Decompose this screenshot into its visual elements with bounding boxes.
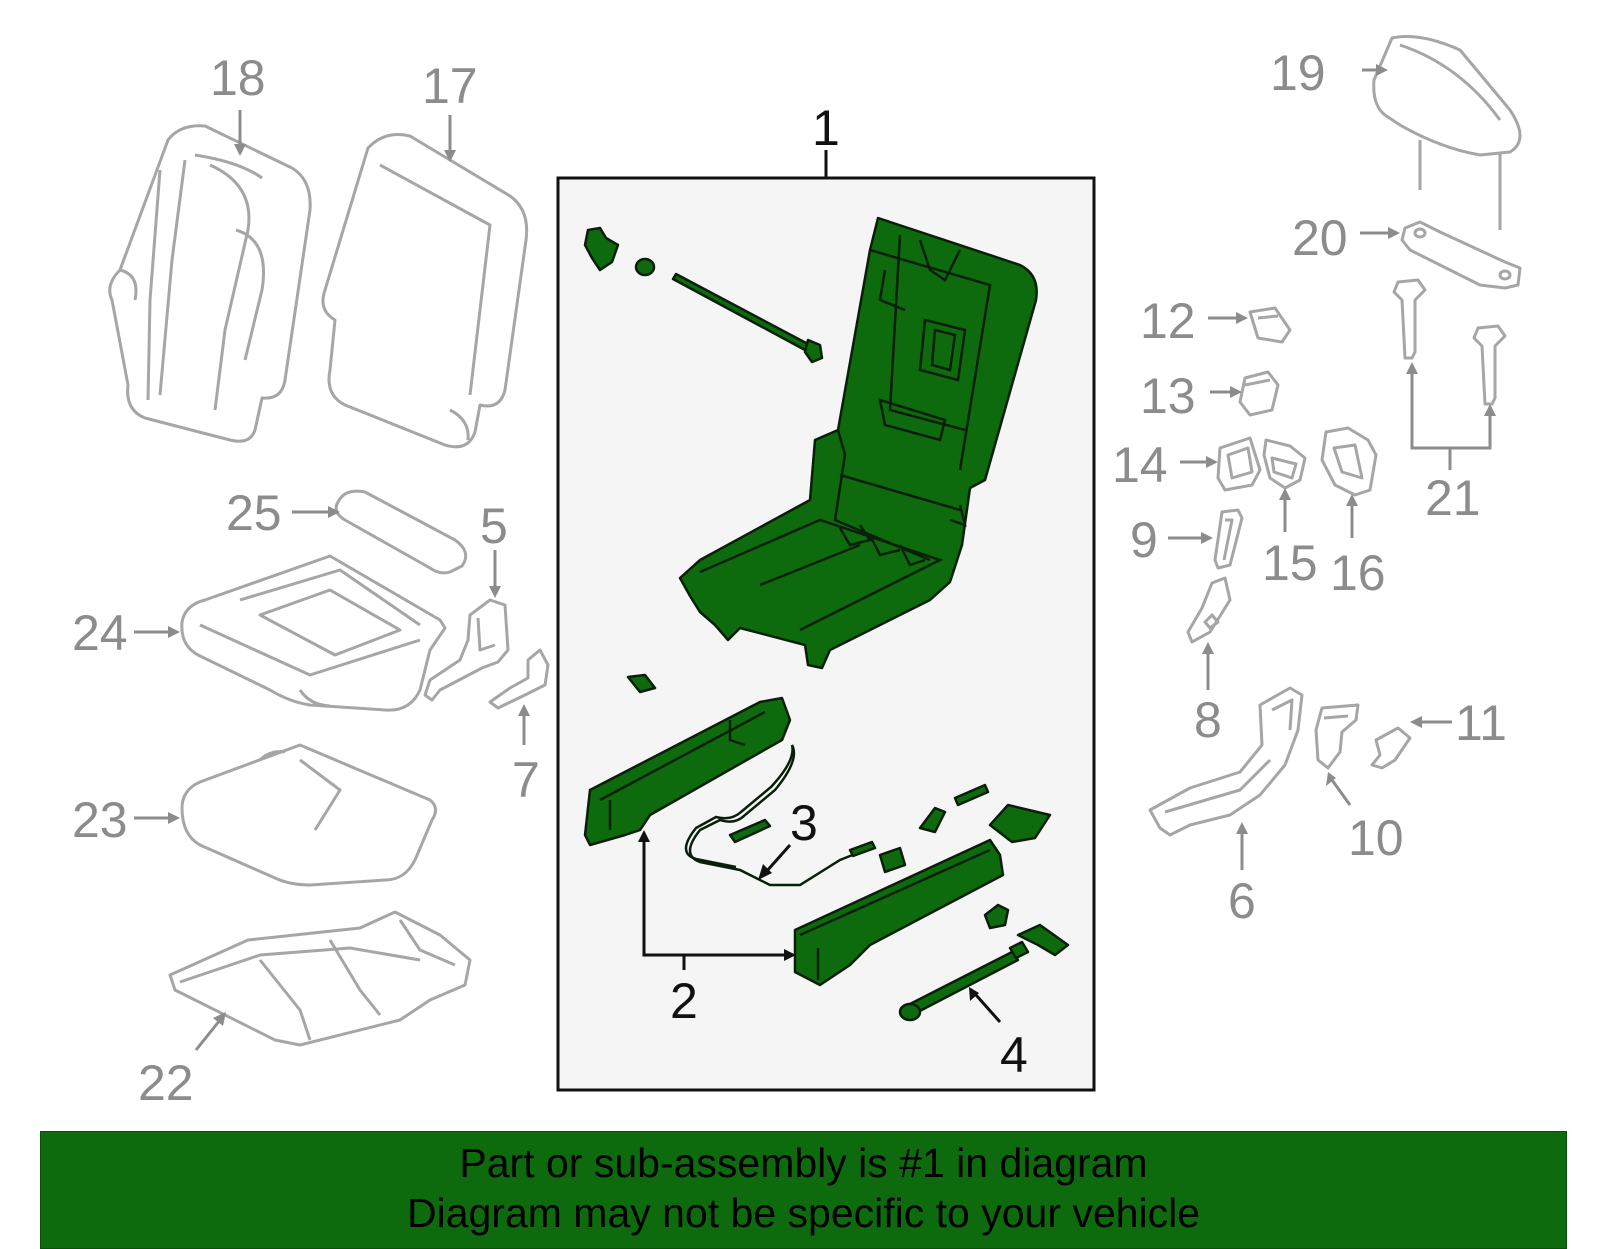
- banner-line-1: Part or sub-assembly is #1 in diagram: [459, 1140, 1148, 1186]
- callout-8: 8: [1194, 692, 1222, 748]
- part-9-strip[interactable]: [1213, 508, 1244, 570]
- callout-2-leader: [642, 838, 788, 957]
- parts-diagram: 1 18 17 25 24 5: [72, 35, 1522, 1111]
- part-18-seat-back-cover[interactable]: [108, 124, 312, 443]
- part-3-cable[interactable]: [684, 744, 877, 887]
- callout-21: 21: [1425, 470, 1481, 526]
- part-22-cushion-pan[interactable]: [168, 910, 472, 1047]
- callout-11: 11: [1455, 695, 1507, 751]
- callout-12: 12: [1140, 293, 1196, 349]
- callout-23: 23: [72, 792, 128, 848]
- part-21-bolts[interactable]: [1392, 278, 1507, 406]
- callout-19: 19: [1270, 45, 1326, 101]
- callout-9: 9: [1130, 512, 1158, 568]
- callout-1: 1: [812, 100, 840, 156]
- part-24-cushion-cover[interactable]: [180, 554, 447, 712]
- callout-3: 3: [790, 795, 818, 851]
- notice-banner: Part or sub-assembly is #1 in diagram Di…: [40, 1131, 1567, 1249]
- callout-2: 2: [670, 973, 698, 1029]
- callout-13: 13: [1140, 368, 1196, 424]
- part-10-cover[interactable]: [1314, 703, 1360, 770]
- part-23-cushion-pad[interactable]: [180, 743, 437, 887]
- callout-25: 25: [226, 485, 282, 541]
- callout-10: 10: [1348, 810, 1404, 866]
- part-16-cover[interactable]: [1320, 426, 1378, 497]
- part-17-seat-back-pad[interactable]: [321, 133, 529, 449]
- part-5-bracket[interactable]: [423, 598, 510, 702]
- callout-5: 5: [480, 498, 508, 554]
- part-25-pad[interactable]: [334, 489, 468, 575]
- callout-17: 17: [422, 58, 478, 114]
- callout-7: 7: [512, 752, 540, 808]
- callout-20: 20: [1292, 210, 1348, 266]
- part-8-bracket[interactable]: [1186, 576, 1232, 644]
- part-6-side-shield[interactable]: [1148, 686, 1304, 837]
- part-1-seat-frame[interactable]: [678, 216, 1038, 670]
- banner-line-2: Diagram may not be specific to your vehi…: [406, 1190, 1200, 1236]
- part-12-clip[interactable]: [1248, 306, 1292, 344]
- part-4-gas-strut[interactable]: [898, 940, 1030, 1022]
- callout-15: 15: [1262, 535, 1318, 591]
- part-1-pivot-bolt[interactable]: [583, 226, 824, 364]
- part-14-bezel[interactable]: [1216, 436, 1262, 492]
- callout-24: 24: [72, 605, 128, 661]
- part-20-bracket[interactable]: [1400, 220, 1522, 290]
- part-7-bracket[interactable]: [488, 648, 550, 710]
- callout-14: 14: [1112, 437, 1168, 493]
- callout-16: 16: [1330, 545, 1386, 601]
- part-11-clip[interactable]: [1370, 726, 1412, 770]
- callout-21-leader: [1410, 368, 1492, 450]
- part-15-bezel[interactable]: [1262, 438, 1307, 490]
- part-19-headrest[interactable]: [1372, 35, 1522, 231]
- part-2-track-right[interactable]: [793, 783, 1070, 987]
- callout-6: 6: [1228, 873, 1256, 929]
- callout-22: 22: [138, 1055, 194, 1111]
- part-2-track-left[interactable]: [583, 673, 792, 847]
- callout-18: 18: [210, 50, 266, 106]
- callout-4: 4: [1000, 1027, 1028, 1083]
- part-13-clip[interactable]: [1238, 370, 1280, 417]
